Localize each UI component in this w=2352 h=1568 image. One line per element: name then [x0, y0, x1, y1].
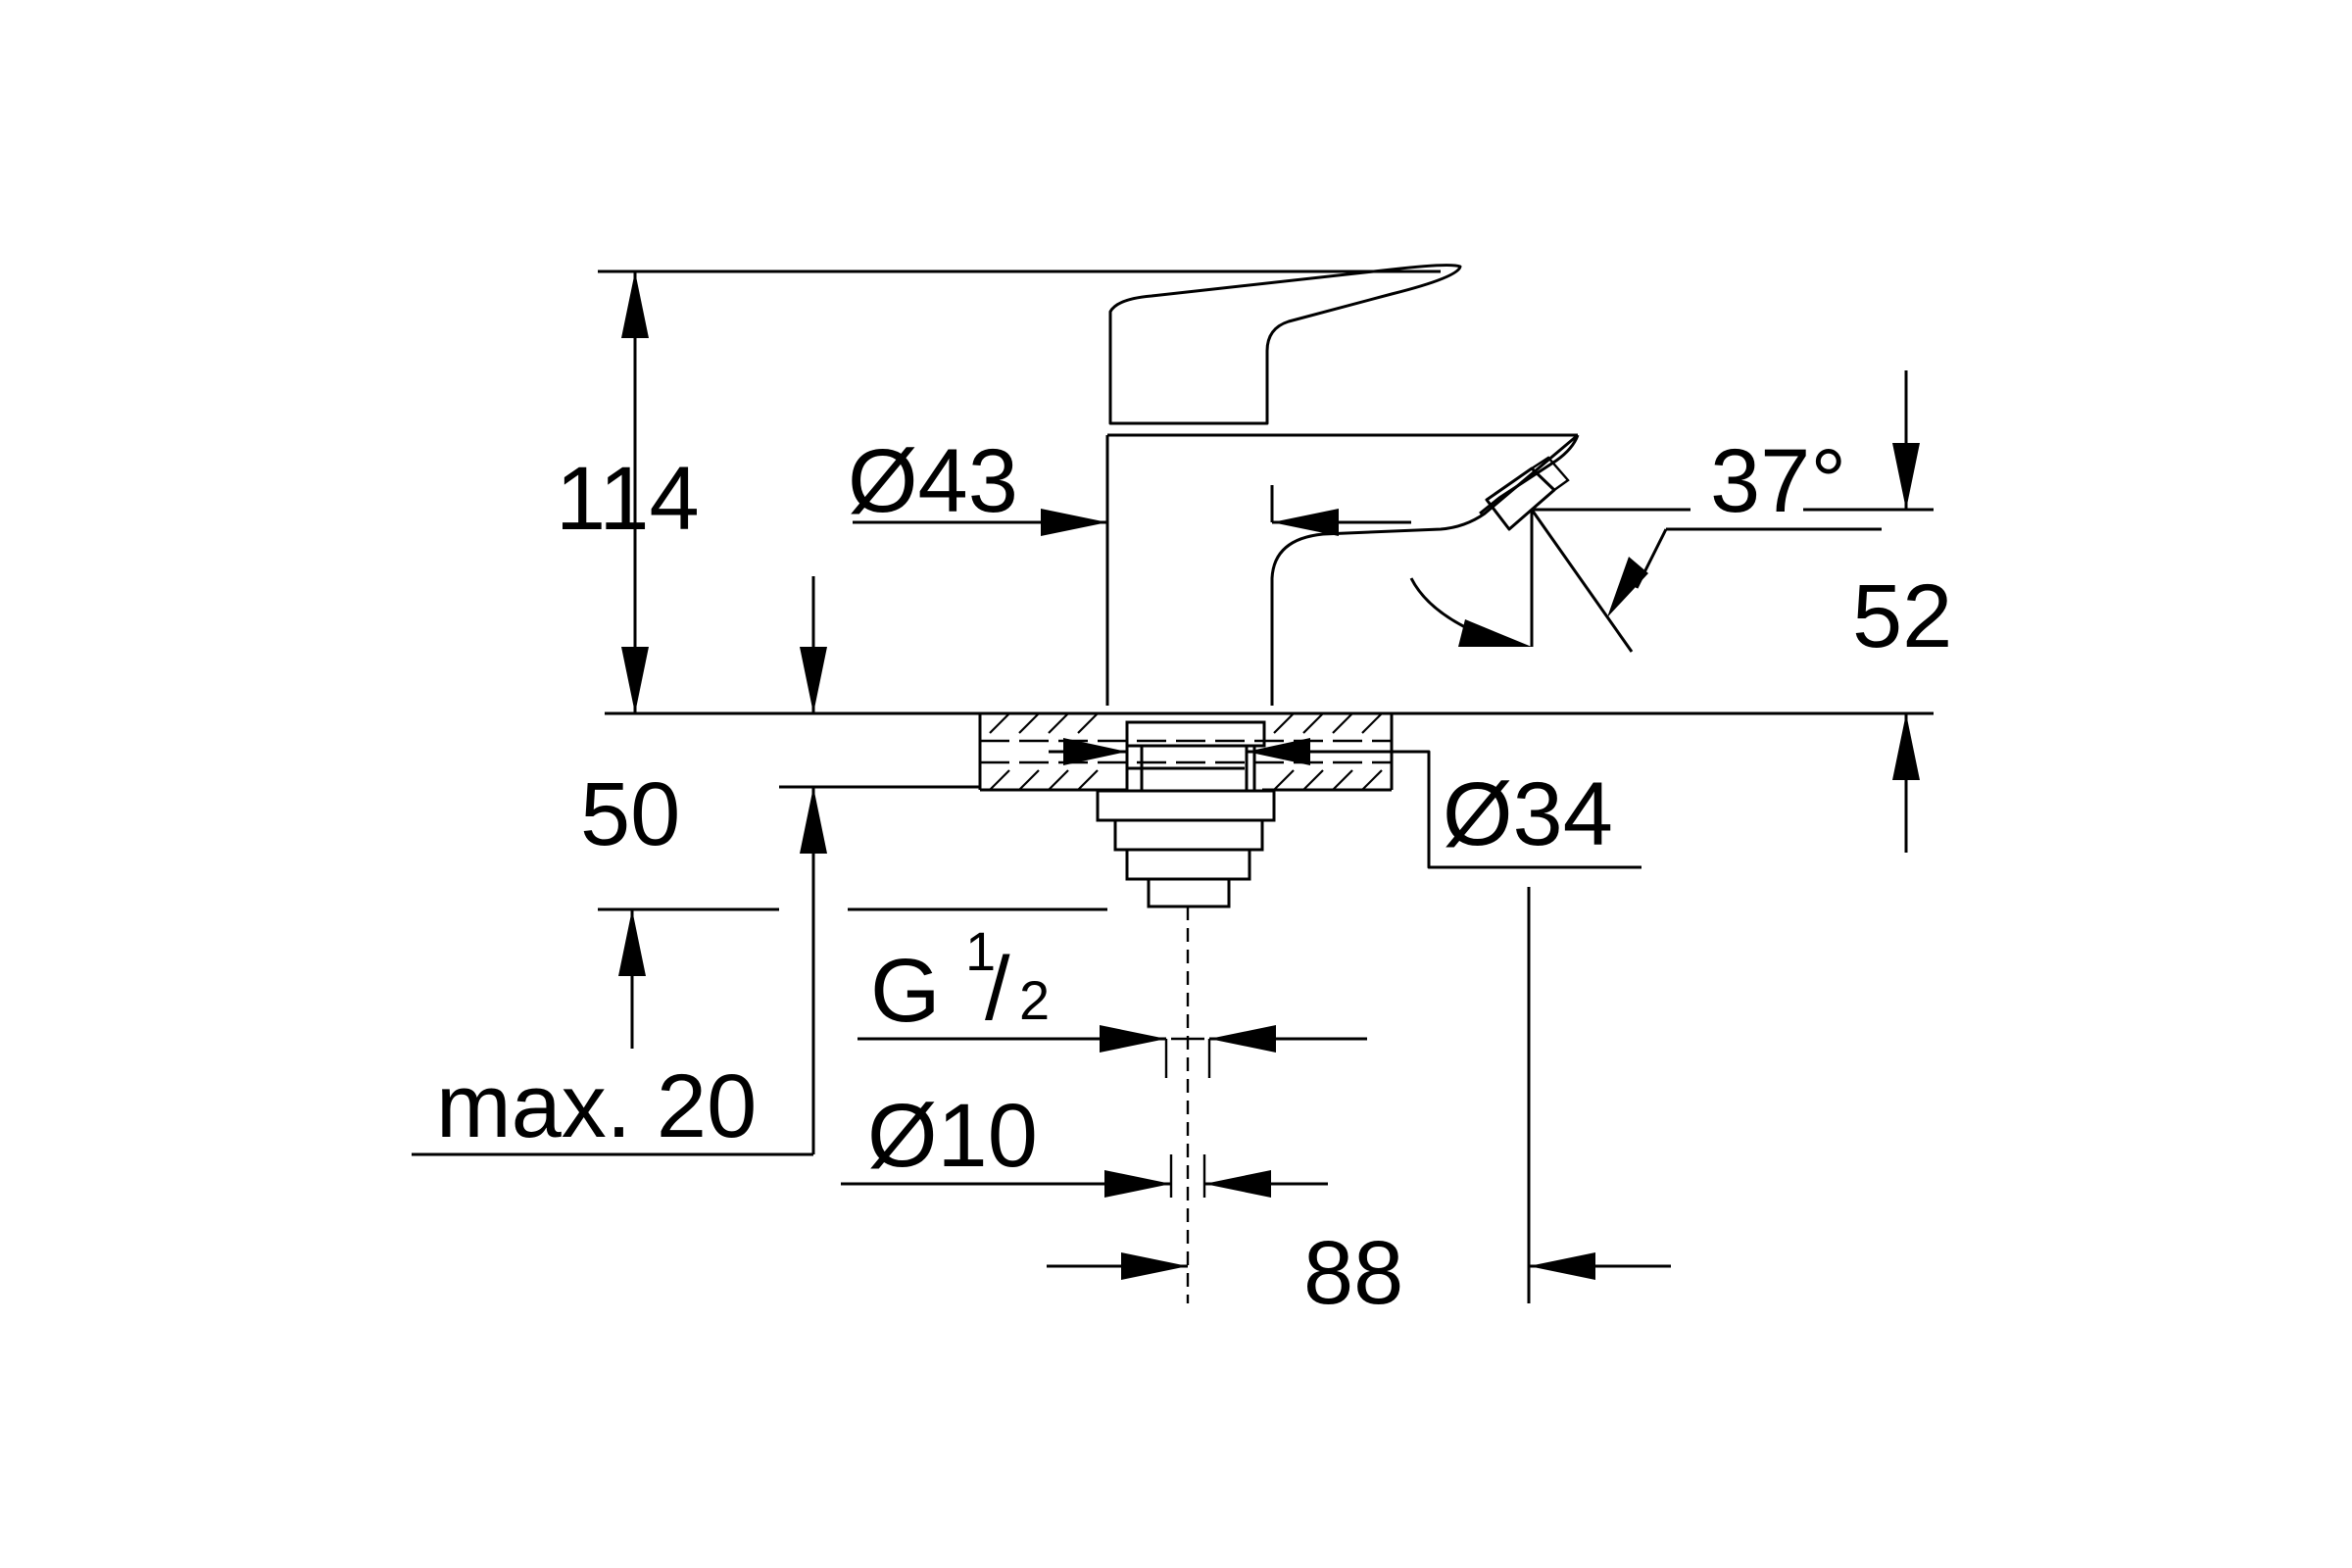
thread-numerator-label: 1 [965, 920, 996, 982]
thread-denominator-label: 2 [1019, 969, 1050, 1031]
countertop [605, 711, 1934, 792]
projection-label: 88 [1303, 1223, 1403, 1323]
spout-angle-label: 37° [1710, 431, 1846, 531]
height-total-label: 114 [556, 449, 700, 549]
pipe-diameter-label: Ø10 [867, 1086, 1038, 1186]
thread-slash: / [985, 939, 1010, 1039]
max-thickness-label: max. 20 [436, 1056, 757, 1156]
thread-main-label: G [870, 941, 941, 1041]
height-spout-label: 52 [1852, 566, 1952, 666]
hole-diameter-label: Ø34 [1443, 764, 1613, 864]
dimension-lines [412, 270, 1934, 1303]
mount-depth-label: 50 [580, 764, 680, 864]
body-diameter-label: Ø43 [848, 431, 1018, 531]
faucet-outline [1096, 264, 1580, 908]
supply-pipe [1164, 906, 1211, 1303]
